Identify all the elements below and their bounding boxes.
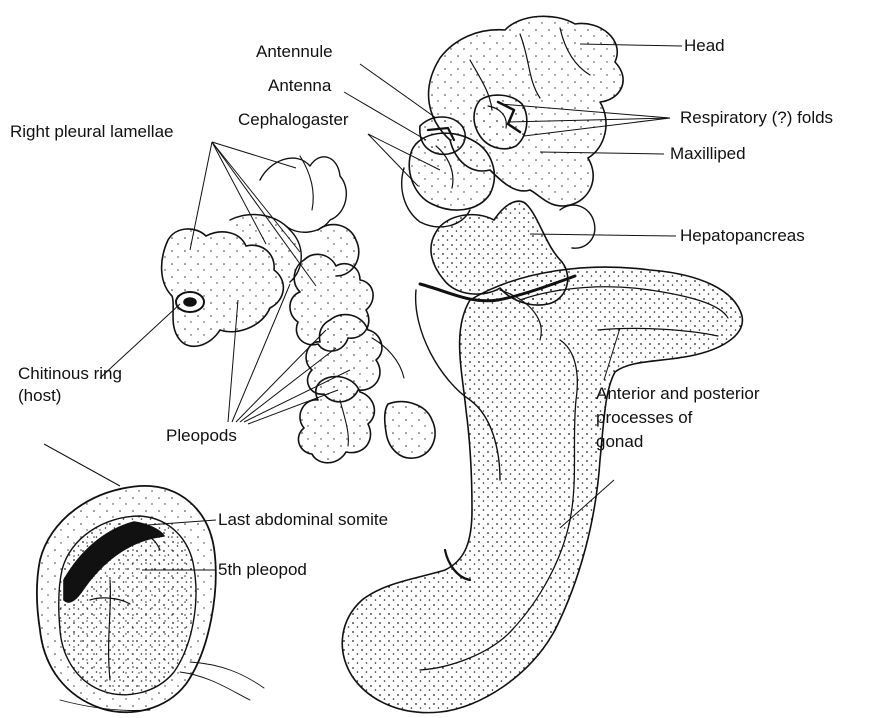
label-pleopods: Pleopods — [166, 426, 237, 446]
label-gonad-line3: gonad — [596, 432, 643, 452]
label-hepatopancreas: Hepatopancreas — [680, 226, 805, 246]
label-antennule: Antennule — [256, 42, 333, 62]
label-cephalogaster: Cephalogaster — [238, 110, 349, 130]
label-gonad-line2: processes of — [596, 408, 692, 428]
label-maxilliped: Maxilliped — [670, 144, 746, 164]
label-respiratory-folds: Respiratory (?) folds — [680, 108, 833, 128]
label-right-pleural-lamellae: Right pleural lamellae — [10, 122, 173, 142]
label-chitinous-ring-host: (host) — [18, 386, 61, 406]
label-chitinous-ring: Chitinous ring — [18, 364, 122, 384]
label-antenna: Antenna — [268, 76, 331, 96]
gonad — [342, 267, 742, 713]
label-fifth-pleopod: 5th pleopod — [218, 560, 307, 580]
label-gonad-line1: Anterior and posterior — [596, 384, 759, 404]
label-last-abdominal-somite: Last abdominal somite — [218, 510, 388, 530]
label-head: Head — [684, 36, 725, 56]
